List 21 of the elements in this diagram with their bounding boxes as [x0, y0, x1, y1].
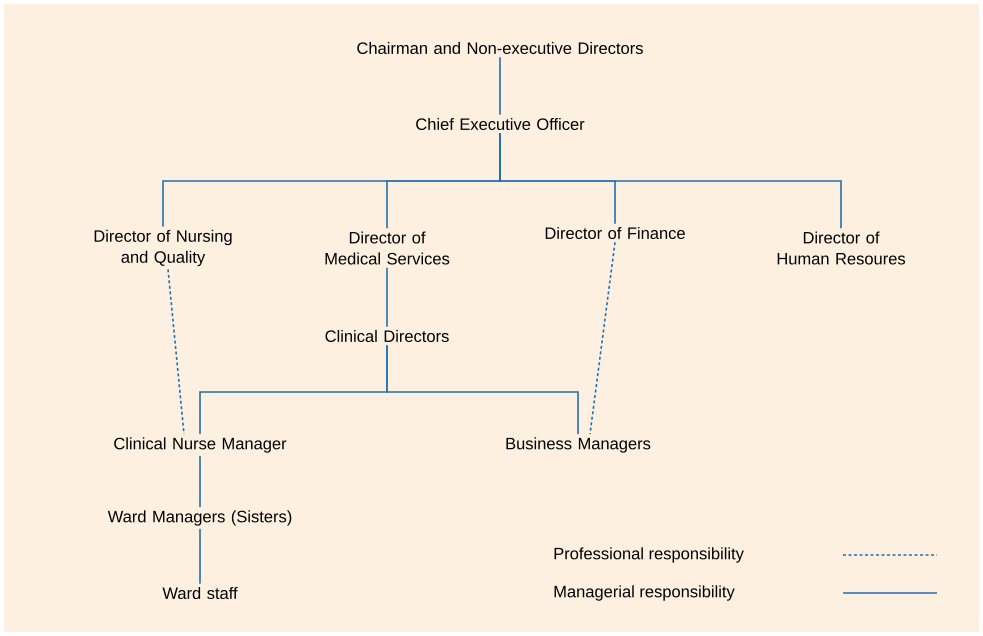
connector-line: [199, 528, 201, 584]
connector-line: [589, 242, 616, 434]
role-label: Clinical Directors: [326, 330, 449, 342]
connector-line: [167, 269, 185, 434]
connector-line: [499, 133, 842, 228]
legend-label: Professional responsibility: [554, 547, 744, 563]
role-label: Ward staff: [162, 586, 238, 600]
role-label: Director of Medical Services: [326, 231, 450, 265]
role-label: Clinical Nurse Manager: [114, 437, 286, 453]
role-label: Ward Managers (Sisters): [108, 510, 292, 526]
role-label: Chairman and Non-executive Directors: [357, 42, 643, 54]
legend-label: Managerial responsibility: [554, 585, 735, 601]
role-label: Chief Executive Officer: [416, 118, 584, 130]
role-label: Director of Nursing and Quality: [94, 230, 232, 266]
connector-line: [199, 456, 201, 508]
connector-line: [499, 57, 501, 115]
role-label: Business Managers: [506, 437, 650, 453]
role-label: Director of Finance: [546, 226, 685, 240]
connector-line: [386, 345, 579, 434]
connector-line: [386, 268, 388, 327]
role-label: Director of Human Resoures: [778, 231, 906, 265]
